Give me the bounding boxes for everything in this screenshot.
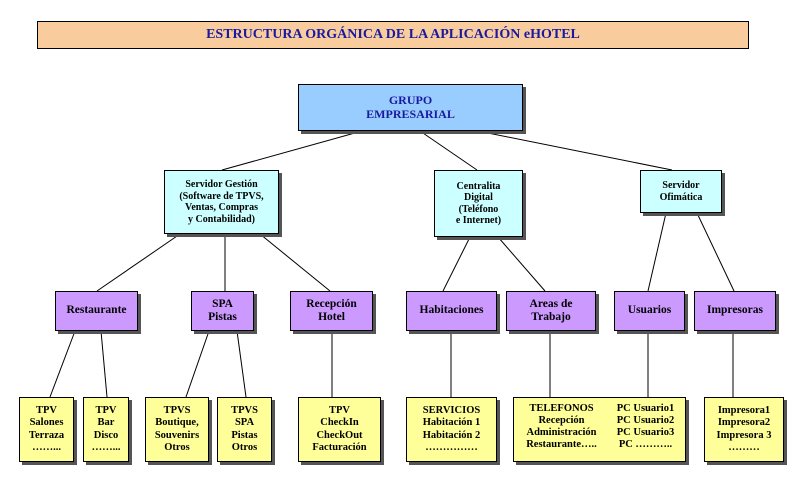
node-servidor-ofimatica: Servidor Ofimática: [640, 170, 722, 213]
node-line: Impresora 3: [716, 429, 772, 441]
page-title-text: ESTRUCTURA ORGÁNICA DE LA APLICACIÓN eHO…: [206, 26, 580, 42]
node-line: Restaurante: [66, 304, 127, 317]
node-line: Terraza: [28, 429, 65, 441]
node-line: Pistas: [231, 429, 258, 441]
node-line: Bar: [97, 417, 115, 429]
node-line: Administración: [526, 427, 597, 439]
node-line: PC ………..: [618, 439, 673, 451]
node-line: Areas de: [529, 297, 573, 310]
node-line: CheckOut: [316, 429, 363, 441]
node-line: Usuarios: [627, 304, 672, 317]
node-habitaciones: Habitaciones: [406, 291, 497, 331]
node-line: Impresora2: [717, 417, 771, 429]
node-line: SPA: [234, 417, 255, 429]
telefonos-list: TELEFONOS Recepción Administración Resta…: [516, 403, 608, 451]
node-line: Restaurante…..: [526, 439, 597, 451]
node-areas-de-trabajo: Areas de Trabajo: [506, 291, 596, 331]
node-line: EMPRESARIAL: [366, 106, 455, 121]
node-line: ……………: [425, 441, 478, 453]
node-line: ……...: [91, 441, 121, 453]
node-line: Centralita: [456, 180, 501, 192]
node-line: Boutique,: [155, 417, 199, 429]
node-line: Otros: [231, 441, 258, 453]
node-line: (Software de TPVS,: [179, 190, 264, 202]
node-recepcion-hotel: Recepción Hotel: [290, 291, 373, 331]
node-tpvs-spa: TPVS SPA Pistas Otros: [217, 397, 272, 462]
node-line: e Internet): [455, 215, 502, 226]
node-line: ……...: [32, 441, 61, 453]
node-line: Souvenirs: [154, 429, 200, 441]
node-line: (Teléfono: [458, 203, 499, 215]
node-spa-pistas: SPA Pistas: [191, 291, 254, 331]
node-tpv-bar: TPV Bar Disco ……...: [83, 397, 129, 462]
node-line: y Contabilidad): [188, 213, 255, 225]
node-restaurante: Restaurante: [55, 291, 138, 331]
node-line: TPVS: [231, 405, 258, 417]
node-line: Habitaciones: [419, 304, 484, 317]
node-line: Recepción: [538, 415, 585, 427]
node-line: Ventas, Compras: [185, 202, 258, 213]
node-line: Habitación 2: [422, 429, 481, 441]
node-line: ………: [728, 441, 760, 453]
node-tpvs-boutique: TPVS Boutique, Souvenirs Otros: [145, 397, 209, 462]
node-servidor-gestion: Servidor Gestión (Software de TPVS, Vent…: [164, 170, 279, 234]
node-line: Facturación: [312, 441, 367, 453]
node-line: Trabajo: [531, 311, 571, 323]
node-tpv-checkin: TPV CheckIn CheckOut Facturación: [298, 397, 381, 462]
node-grupo-empresarial: GRUPO EMPRESARIAL: [298, 84, 523, 131]
node-tpv-salones: TPV Salones Terraza ……...: [19, 397, 74, 462]
node-line: TPV: [36, 405, 57, 417]
node-line: Impresora1: [717, 405, 771, 417]
node-line: TPV: [95, 405, 117, 417]
node-line: SPA: [212, 297, 233, 310]
node-line: Hotel: [318, 311, 345, 323]
node-line: CheckIn: [320, 417, 359, 429]
pc-usuarios-list: PC Usuario1 PC Usuario2 PC Usuario3 PC ……: [608, 403, 684, 451]
node-line: SERVICIOS: [422, 405, 481, 417]
node-line: TPVS: [163, 405, 191, 417]
node-line: Otros: [164, 441, 190, 453]
node-line: GRUPO: [388, 92, 433, 107]
node-line: Habitación 1: [422, 417, 481, 429]
node-line: TELEFONOS: [529, 403, 594, 414]
node-line: Ofimática: [659, 191, 703, 203]
node-line: PC Usuario3: [616, 427, 675, 439]
node-impresoras-lista: Impresora1 Impresora2 Impresora 3 ………: [704, 397, 784, 462]
node-areas-trabajo-detalle: TELEFONOS Recepción Administración Resta…: [513, 397, 686, 462]
node-line: PC Usuario1: [616, 403, 675, 414]
node-line: TPV: [329, 405, 350, 417]
node-line: Impresoras: [706, 304, 763, 317]
node-line: Pistas: [208, 311, 237, 323]
node-line: Servidor: [662, 180, 700, 191]
node-centralita-digital: Centralita Digital (Teléfono e Internet): [434, 170, 523, 237]
node-line: Recepción: [306, 297, 357, 310]
node-line: Salones: [29, 417, 64, 429]
page-title: ESTRUCTURA ORGÁNICA DE LA APLICACIÓN eHO…: [37, 21, 749, 49]
node-usuarios: Usuarios: [614, 291, 685, 331]
node-impresoras: Impresoras: [694, 291, 776, 331]
node-line: PC Usuario2: [616, 415, 675, 427]
node-line: Servidor Gestión: [185, 179, 258, 190]
node-line: Disco: [93, 429, 119, 441]
node-line: Digital: [464, 192, 493, 203]
node-servicios: SERVICIOS Habitación 1 Habitación 2 ……………: [406, 397, 497, 462]
